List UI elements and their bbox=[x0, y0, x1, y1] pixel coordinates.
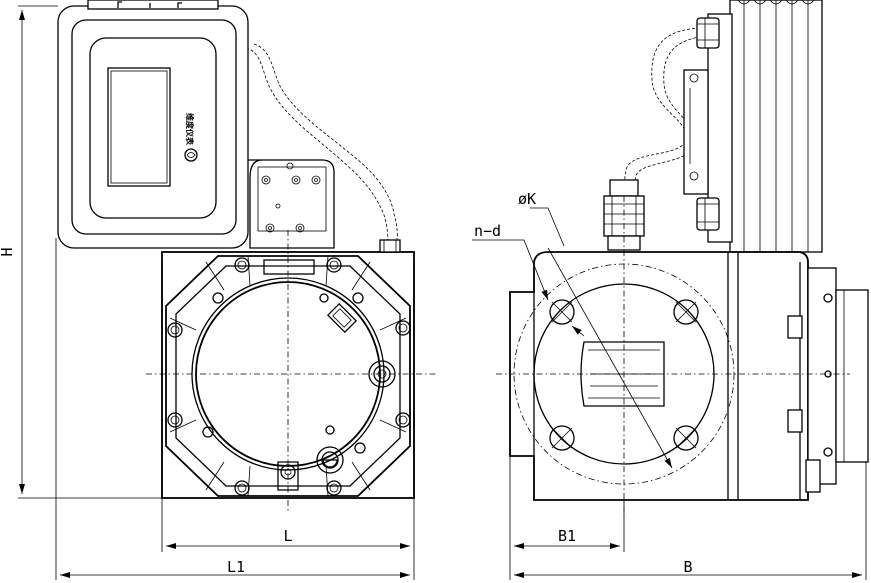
brand-logo-icon bbox=[184, 148, 198, 162]
body-bolts bbox=[167, 257, 411, 496]
dim-label-b: B bbox=[683, 558, 692, 576]
brand-text: 维度仪表 bbox=[185, 113, 195, 146]
callout-bolt-circle: øK bbox=[518, 190, 536, 208]
callout-holes: n−d bbox=[474, 222, 501, 240]
top-sensor bbox=[603, 179, 645, 251]
front-view: 维度仪表 bbox=[57, 0, 436, 512]
dim-label-l: L bbox=[283, 527, 292, 545]
mounting-bracket bbox=[248, 159, 335, 249]
side-view bbox=[472, 0, 869, 520]
display-housing-side bbox=[683, 0, 823, 253]
dim-label-b1: B1 bbox=[558, 527, 576, 545]
front-dimensions: H L L1 bbox=[0, 5, 415, 580]
display-head: 维度仪表 bbox=[57, 0, 249, 249]
dim-label-h: H bbox=[0, 247, 16, 256]
sensor-fitting bbox=[326, 302, 358, 334]
flange-holes bbox=[549, 299, 699, 451]
dim-label-l1: L1 bbox=[227, 558, 245, 576]
signal-cable bbox=[245, 47, 389, 245]
side-signal-cable bbox=[624, 27, 701, 201]
side-dimensions: B1 B bbox=[509, 456, 867, 580]
